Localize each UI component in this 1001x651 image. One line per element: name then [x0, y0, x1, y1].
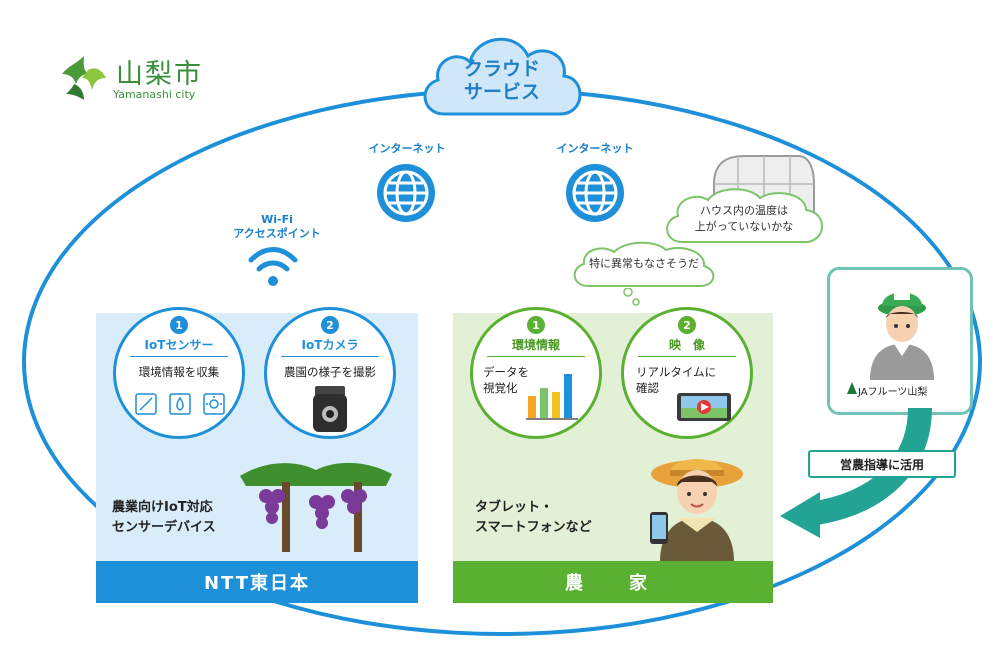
video-title: 映 像 — [668, 338, 705, 352]
wifi-icon — [248, 247, 298, 286]
globe-icon — [566, 164, 624, 222]
internet-label-2: インターネット — [556, 142, 634, 155]
cloud-icon — [423, 37, 582, 116]
grape-vine-icon — [240, 462, 392, 552]
ntt-device-description: 農業向けIoT対応 センサーデバイス — [112, 500, 216, 535]
city-name-english: Yamanashi city — [113, 88, 196, 101]
greenhouse-thought-text: ハウス内の温度は 上がっていないかな — [694, 204, 794, 233]
environment-info-text: データを 視覚化 — [483, 365, 529, 395]
advisor-icon — [870, 292, 934, 380]
thought-dots-icon — [623, 288, 640, 306]
wifi-label: Wi-Fi アクセスポイント — [233, 213, 321, 240]
step-number: 1 — [527, 316, 545, 334]
farmer-icon — [650, 459, 743, 562]
step-number: 2 — [678, 316, 696, 334]
bar-chart-icon — [526, 374, 578, 420]
farmer-device-description: タブレット・ スマートフォンなど — [475, 500, 592, 535]
iot-camera-title: IoTカメラ — [301, 338, 359, 352]
ok-thought-text: 特に異常もなさそうだ — [589, 257, 699, 270]
video-text: リアルタイムに 確認 — [636, 365, 717, 395]
globe-icon — [377, 164, 435, 222]
thought-bubble-greenhouse — [666, 188, 823, 243]
iot-camera-text: 農園の様子を撮影 — [284, 365, 376, 379]
iot-sensor-text: 環境情報を収集 — [138, 365, 220, 379]
ja-logo-icon — [847, 382, 857, 394]
cloud-service-label: クラウド サービス — [463, 58, 540, 103]
farmer-footer-label: 農 家 — [453, 561, 773, 603]
city-name: 山梨市 — [116, 59, 203, 90]
ja-name: JAフルーツ山梨 — [858, 387, 928, 398]
iot-sensor-title: IoTセンサー — [144, 338, 214, 352]
tablet-video-icon — [677, 393, 731, 421]
environment-info-title: 環境情報 — [511, 338, 560, 352]
guidance-label: 営農指導に活用 — [808, 450, 956, 478]
step-number: 1 — [170, 316, 188, 334]
sensor-icons — [135, 393, 225, 415]
ntt-footer-label: NTT東日本 — [96, 561, 418, 603]
step-number: 2 — [321, 316, 339, 334]
camera-icon — [313, 386, 347, 432]
internet-label-1: インターネット — [368, 142, 446, 155]
yamanashi-logo-icon — [62, 56, 106, 100]
guidance-arrow-icon — [780, 407, 932, 538]
thought-bubble-ok — [573, 241, 715, 287]
